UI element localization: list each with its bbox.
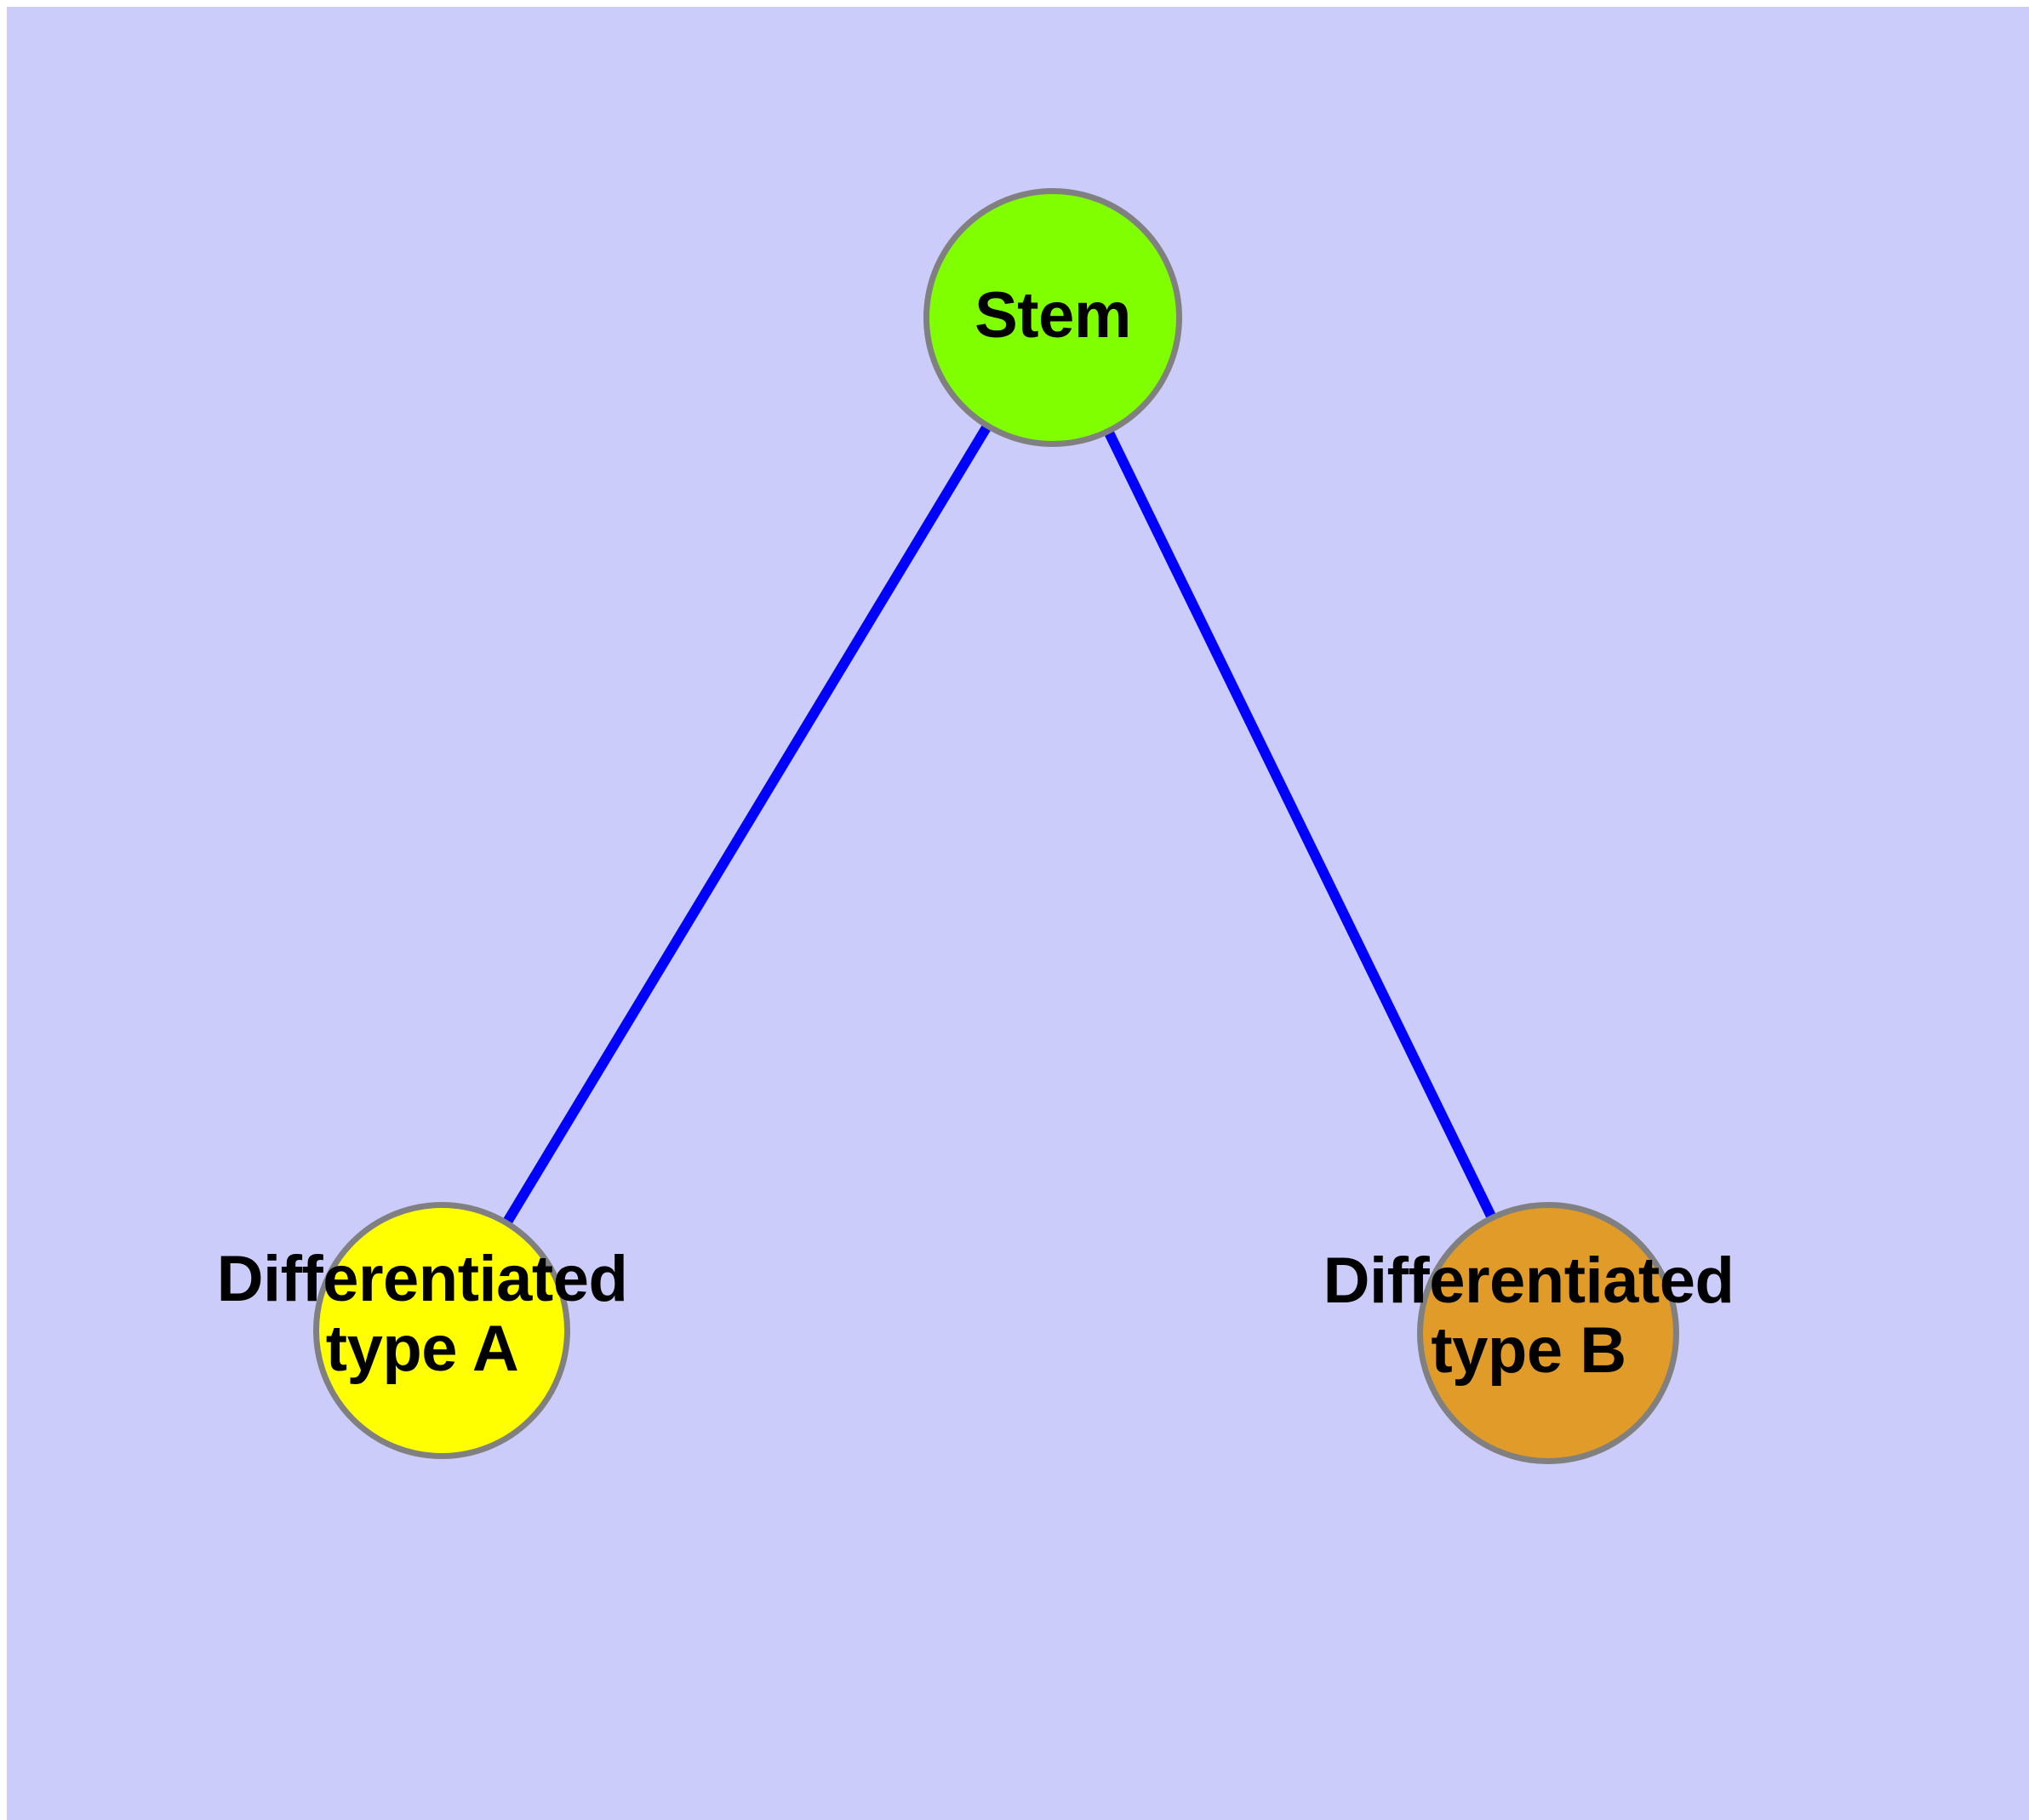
node-differentiated-type-a[interactable] [313, 1202, 570, 1459]
edge-stem-to-differentiated-type-b [1048, 315, 1553, 1336]
edge-stem-to-differentiated-type-a [437, 314, 1058, 1334]
node-stem[interactable] [923, 188, 1182, 447]
node-differentiated-type-b[interactable] [1417, 1202, 1679, 1464]
